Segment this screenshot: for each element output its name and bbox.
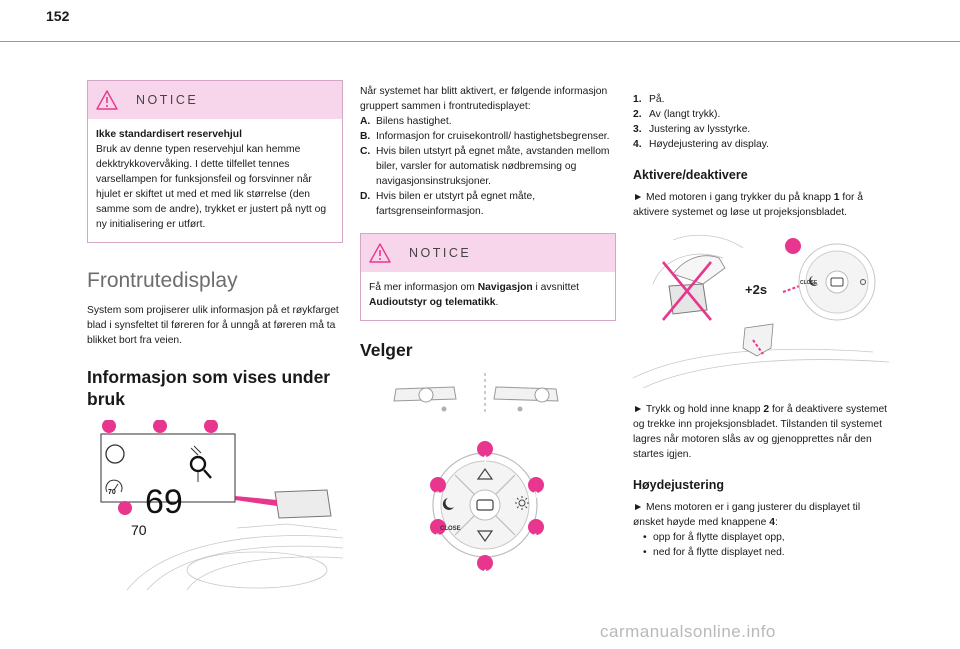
moon-icon <box>809 276 818 286</box>
notice-body: Ikke standardisert reservehjul Bruk av d… <box>88 119 342 242</box>
column-2: Når systemet har blitt aktivert, er følg… <box>360 84 616 578</box>
section-intro: System som projiserer ulik informasjon p… <box>87 305 339 346</box>
section-title-selector: Velger <box>360 340 413 360</box>
notice-box-spare-wheel: NOTICE Ikke standardisert reservehjul Br… <box>87 80 343 243</box>
watermark: carmanualsonline.info <box>600 622 776 641</box>
navigation-icon <box>189 455 212 479</box>
notice-header: NOTICE <box>361 234 615 272</box>
page-number: 152 <box>46 8 70 24</box>
warning-triangle-icon <box>369 243 391 263</box>
hud-display-illustration <box>100 420 343 591</box>
selector-button-list: 1.På. 2.Av (langt trykk). 3.Justering av… <box>633 92 893 152</box>
badge-3-right: 3 <box>533 490 539 500</box>
list-item: 1.På. <box>633 94 665 105</box>
notice-title: NOTICE <box>409 246 472 260</box>
height-text: ► Mens motoren er i gang justerer du dis… <box>633 502 861 528</box>
link-navigasjon: Navigasjon <box>477 282 533 293</box>
notice-box-navigation: NOTICE Få mer informasjon om Navigasjon … <box>360 233 616 321</box>
column-1: NOTICE Ikke standardisert reservehjul Br… <box>87 80 343 592</box>
column-3: 1.På. 2.Av (langt trykk). 3.Justering av… <box>633 92 893 560</box>
hud-speed: 69 <box>145 483 183 521</box>
section-title: Frontrutedisplay <box>87 269 238 292</box>
badge-D: D <box>105 462 112 472</box>
notice-text: Bruk av denne typen reservehjul kan hemm… <box>96 144 327 230</box>
header-rule <box>0 41 960 42</box>
badge-3-left: 3 <box>435 490 441 500</box>
badge-2: 2 <box>790 255 796 265</box>
speedometer-icon <box>105 479 123 493</box>
arrow-up-icon <box>476 467 494 480</box>
list-item: C.Hvis bilen utstyrt på egnet måte, avst… <box>360 146 610 187</box>
list-item: D.Hvis bilen er utstyrt på egnet måte, f… <box>360 191 536 217</box>
badge-4-top: 4 <box>482 454 488 464</box>
heading-height-adjust: Høydejustering <box>633 478 724 492</box>
badge-B: B <box>121 544 128 554</box>
list-item: 4.Høydejustering av display. <box>633 139 769 150</box>
badge-4-bottom: 4 <box>482 568 488 578</box>
selector-illustration <box>393 373 559 571</box>
heading-activate: Aktivere/deaktivere <box>633 168 748 182</box>
notice-body: Få mer informasjon om Navigasjon i avsni… <box>369 282 580 308</box>
badge-A: A <box>156 462 163 472</box>
activate-text: ► Med motoren i gang trykker du på knapp… <box>633 192 863 218</box>
close-label: CLOSE <box>800 280 818 286</box>
press-duration-label: +2s <box>745 282 768 297</box>
list-item: 3.Justering av lysstyrke. <box>633 124 751 135</box>
display-info-list: A.Bilens hastighet. B.Informasjon for cr… <box>360 114 616 219</box>
hud-toggle-icon <box>476 499 494 511</box>
list-item: •opp for å flytte displayet opp, <box>643 532 785 543</box>
badge-C: C <box>207 462 214 472</box>
subsection-title: Informasjon som vises under bruk <box>87 367 331 409</box>
badge-1: 1 <box>533 532 539 542</box>
arrow-down-icon <box>476 530 494 543</box>
sun-icon <box>515 496 529 510</box>
list-item: •ned for å flytte displayet ned. <box>643 547 785 558</box>
list-item: 2.Av (langt trykk). <box>633 109 721 120</box>
moon-icon <box>442 498 454 510</box>
hud-limit-sign: 70 <box>108 489 116 496</box>
deactivate-illustration <box>633 235 889 388</box>
warning-triangle-icon <box>96 90 118 110</box>
notice-title: NOTICE <box>136 93 199 107</box>
notice-heading: Ikke standardisert reservehjul <box>96 129 242 140</box>
close-label: CLOSE <box>440 526 461 532</box>
hud-cruise-value: 70 <box>131 522 147 538</box>
notice-header: NOTICE <box>88 81 342 119</box>
list-item: B.Informasjon for cruisekontroll/ hastig… <box>360 131 610 142</box>
display-intro: Når systemet har blitt aktivert, er følg… <box>360 86 608 112</box>
deactivate-text: ► Trykk og hold inne knapp 2 for å deakt… <box>633 404 888 460</box>
link-audio-telematics: Audioutstyr og telematikk <box>369 297 496 308</box>
list-item: A.Bilens hastighet. <box>360 116 452 127</box>
badge-2: 2 <box>435 532 441 542</box>
